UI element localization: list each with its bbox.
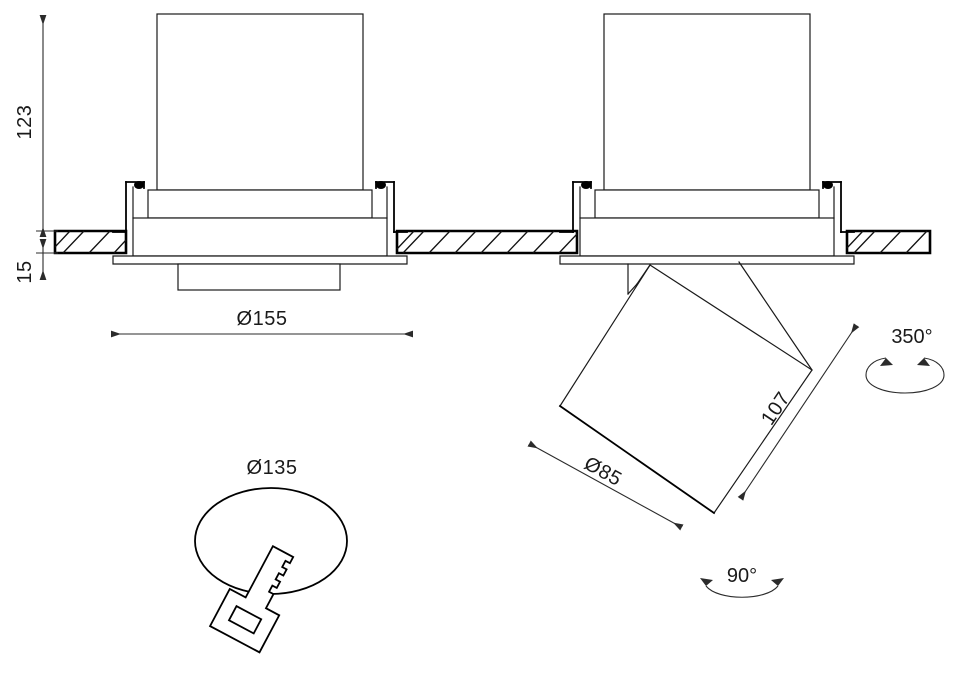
dimension-label-15: 15 <box>14 260 36 283</box>
right-fixture-housing <box>603 13 811 191</box>
dimension-label-155: Ø155 <box>237 308 288 330</box>
tilt-rotation-indicator: 90° <box>700 565 784 598</box>
left-fixture-can <box>132 217 388 257</box>
spotlight-pivot-corner <box>627 283 638 295</box>
right-fixture-collar <box>594 189 820 219</box>
tilt-rotation-label: 90° <box>727 565 757 587</box>
pan-rotation-label: 350° <box>891 326 932 348</box>
ceiling-slab-middle <box>395 229 579 255</box>
rotation-arrow-left <box>880 358 893 366</box>
dimension-label-123: 123 <box>14 105 36 140</box>
dimension-height-123: 123 <box>14 15 58 237</box>
key-icon <box>208 545 295 654</box>
tilt-arc-icon <box>700 578 784 598</box>
right-fixture-flange <box>559 255 855 265</box>
left-fixture-spring-clip-left <box>112 181 145 233</box>
right-fixture-spring-clip-right <box>822 181 855 233</box>
spotlight-back-edge <box>636 264 651 285</box>
dimension-label-135: Ø135 <box>247 457 298 479</box>
right-fixture <box>559 13 855 265</box>
dimension-flange-15: 15 <box>14 239 58 284</box>
tilt-arrow-left <box>700 578 713 586</box>
rotation-360-icon <box>865 357 945 394</box>
key-bow-hole <box>227 604 263 635</box>
left-fixture-collar <box>147 189 373 219</box>
right-fixture-spring-clip-left <box>559 181 592 233</box>
right-fixture-can <box>579 217 835 257</box>
pan-rotation-indicator: 350° <box>865 326 945 394</box>
dimension-outer-diameter-155: Ø155 <box>111 308 413 338</box>
tilt-arrow-right <box>771 578 784 586</box>
ceiling-slab-left <box>53 229 128 255</box>
left-fixture <box>112 13 408 291</box>
rotation-arrow-right <box>917 358 930 366</box>
cutout-diagram: Ø135 <box>194 457 348 654</box>
ceiling-slab-right <box>845 229 932 255</box>
left-fixture-flange <box>112 255 408 265</box>
left-fixture-spring-clip-right <box>375 181 408 233</box>
left-fixture-lens-barrel <box>177 263 341 291</box>
left-fixture-housing <box>156 13 364 191</box>
